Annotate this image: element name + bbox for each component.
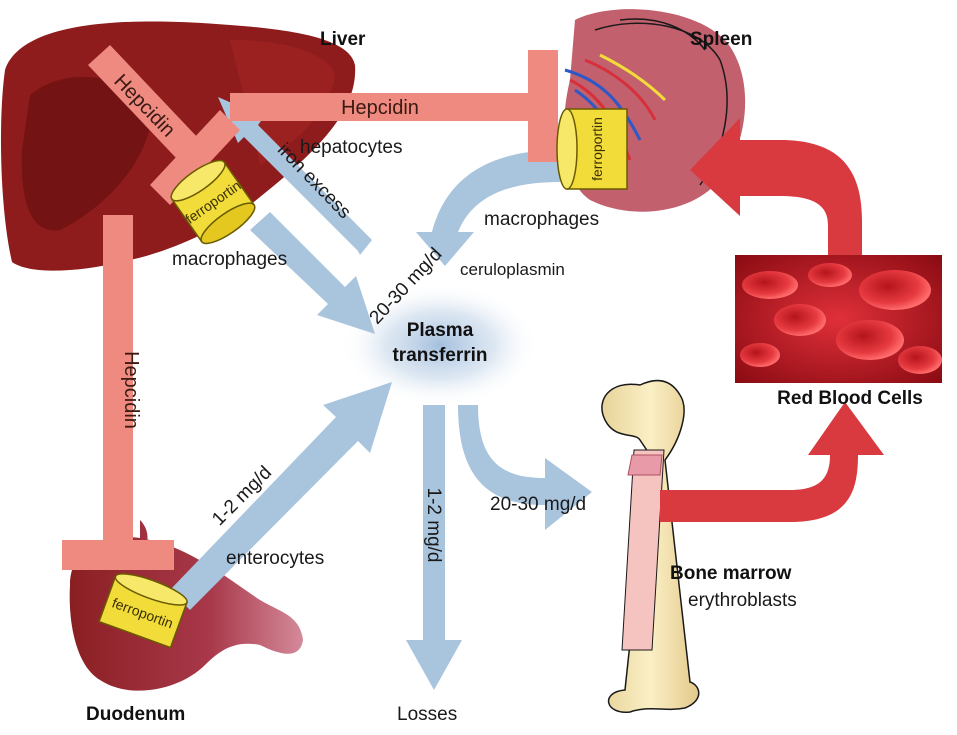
plasma-label-line1: Plasma [407,320,474,341]
losses-label: Losses [397,704,457,725]
bone-marrow-label: Bone marrow [670,563,792,584]
hepcidin-liver-stop [150,110,240,205]
plasma-to-bone-flow-label: 20-30 mg/d [490,494,586,515]
hepatocytes-label: hepatocytes [300,137,402,158]
ferroportin-spleen-label: ferroportin [589,117,605,181]
plasma-to-losses-arrow [406,405,462,690]
ferroportin-spleen: ferroportin [556,108,628,190]
duodenum-label: Duodenum [86,704,185,725]
spleen-to-plasma-arrow [416,150,560,266]
red-blood-cells-image [735,255,942,383]
rbc-label: Red Blood Cells [777,388,923,409]
bone-to-rbc-arrow [660,402,884,522]
hepcidin-bars [62,45,558,570]
hepcidin-vertical-label: Hepcidin [120,351,142,429]
ferroportin-liver: ferroportin [170,159,256,245]
hepcidin-spleen-label: Hepcidin [341,97,419,119]
plasma-glow [340,283,540,407]
duodenum-to-plasma-arrow [170,382,392,610]
hepcidin-spleen-bar [230,93,530,121]
hepcidin-spleen-stop [528,50,558,162]
hepcidin-duodenum-stop [62,540,174,570]
plasma-to-losses-flow-label: 1-2 mg/d [423,488,444,563]
iron-excess-arrow [218,97,372,255]
ferroportin-duodenum: ferroportin [98,573,188,649]
spleen-macrophages-label: macrophages [484,209,599,230]
iron-flow-arrows [170,97,592,690]
liver-macrophages-label: macrophages [172,249,287,270]
plasma-to-bone-arrow [458,405,592,530]
liver-macrophages-arrow [250,212,375,334]
rbc-to-spleen-arrow [690,118,862,255]
enterocytes-label: enterocytes [226,548,324,569]
ceruloplasmin-label: ceruloplasmin [460,260,565,279]
femur-bone [601,379,700,713]
rbc-flow-arrows [660,118,884,522]
plasma-label-line2: transferrin [392,345,487,366]
liver-label: Liver [320,29,366,50]
hepcidin-liver-bar [88,45,200,160]
spleen-label: Spleen [690,29,752,50]
hepcidin-duodenum-bar [103,215,133,540]
erythroblasts-label: erythroblasts [688,590,797,611]
